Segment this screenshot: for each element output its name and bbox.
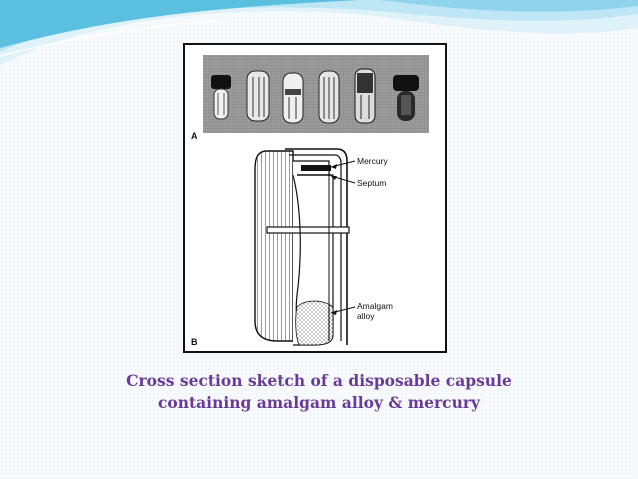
panel-label-b: B [191,337,198,347]
capsule-5 [354,68,376,124]
figure-caption: Cross section sketch of a disposable cap… [60,370,578,414]
capsule-4 [318,70,340,124]
top-wave-decoration [0,0,638,66]
caption-line-2: containing amalgam alloy & mercury [157,393,481,412]
label-mercury: Mercury [330,156,388,169]
label-amalgam-alloy: Amalgam alloy [330,301,393,321]
svg-text:Septum: Septum [357,178,386,188]
capsule-figure: A Mercury [183,43,447,353]
capsule-2 [246,70,270,122]
svg-text:alloy: alloy [357,311,375,321]
caption-line-1: Cross section sketch of a disposable cap… [126,371,512,390]
panel-label-a: A [191,131,198,141]
mercury-chamber [301,165,331,171]
svg-text:Amalgam: Amalgam [357,301,393,311]
capsule-6 [393,75,419,121]
capsule-illustration: A Mercury [191,55,429,347]
amalgam-alloy-powder [295,300,334,346]
capsule-1 [211,75,231,120]
capsule-3 [282,72,304,124]
svg-text:Mercury: Mercury [357,156,388,166]
label-septum: Septum [330,175,386,188]
capsule-cross-section [254,148,350,346]
